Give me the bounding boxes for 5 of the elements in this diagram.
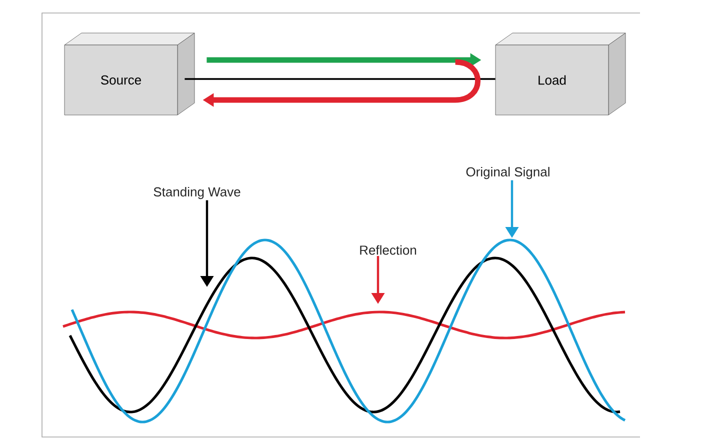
block-box: Source [64,32,195,116]
signal-label: Reflection [360,245,416,255]
signal-label: Original Signal [466,166,550,180]
signal-label: Standing Wave [154,186,240,200]
block-box: Load [495,32,626,116]
